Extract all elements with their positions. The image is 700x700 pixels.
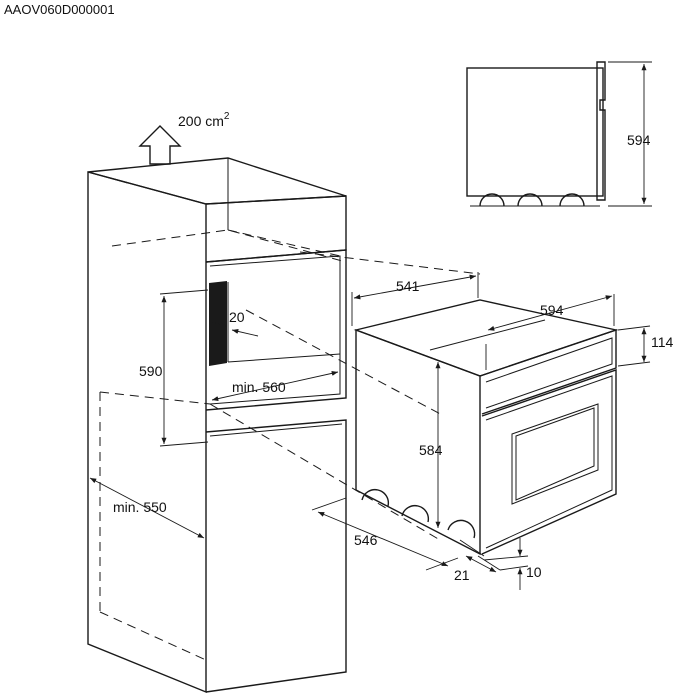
oven-left-side bbox=[355, 328, 481, 556]
niche-opening bbox=[205, 249, 347, 411]
niche-dimensions: 590 20 min. 560 min. 550 bbox=[89, 289, 339, 539]
label-114: 114 bbox=[651, 334, 674, 350]
oven-dimensions: 541 594 114 584 546 21 10 bbox=[311, 272, 674, 590]
label-21: 21 bbox=[454, 567, 470, 583]
dimension-line-min-550 bbox=[89, 477, 205, 539]
side-view-foot-3 bbox=[559, 193, 585, 207]
label-594: 594 bbox=[540, 302, 564, 318]
label-20: 20 bbox=[229, 309, 245, 325]
oven-foot-3 bbox=[447, 519, 476, 539]
oven bbox=[353, 299, 619, 556]
dimension-line-20 bbox=[211, 321, 227, 327]
label-590: 590 bbox=[139, 363, 163, 379]
side-view-foot-1 bbox=[479, 193, 505, 207]
oven-door-window bbox=[511, 403, 599, 505]
dimension-line-min-560 bbox=[211, 370, 339, 402]
oven-control-panel bbox=[479, 329, 617, 415]
label-side-594: 594 bbox=[627, 132, 651, 148]
oven-foot-1 bbox=[361, 488, 390, 507]
dimension-line-546 bbox=[317, 511, 449, 567]
cabinet-left-side bbox=[87, 171, 207, 694]
tall-cabinet bbox=[87, 157, 481, 694]
dimension-line-21 bbox=[465, 555, 497, 573]
side-view: 594 bbox=[466, 61, 652, 207]
label-541: 541 bbox=[396, 278, 420, 294]
cabinet-lower-front bbox=[205, 419, 347, 693]
side-view-body bbox=[466, 67, 604, 197]
drawing-code: AAOV060D000001 bbox=[4, 2, 115, 17]
label-vent-area: 200 cm2 bbox=[178, 111, 230, 129]
cabinet-top bbox=[87, 157, 347, 205]
side-view-front-panel bbox=[596, 61, 606, 201]
vent-up-arrow-icon bbox=[138, 125, 182, 165]
label-584: 584 bbox=[419, 442, 443, 458]
label-min-560: min. 560 bbox=[232, 379, 286, 395]
dimension-line-594 bbox=[487, 295, 613, 331]
oven-door bbox=[481, 369, 617, 555]
dimension-line-541 bbox=[353, 274, 477, 300]
side-view-foot-2 bbox=[517, 193, 543, 207]
label-min-550: min. 550 bbox=[113, 499, 167, 515]
label-546: 546 bbox=[354, 532, 378, 548]
label-10: 10 bbox=[526, 564, 542, 580]
vent-arrow: 200 cm2 bbox=[138, 111, 230, 165]
